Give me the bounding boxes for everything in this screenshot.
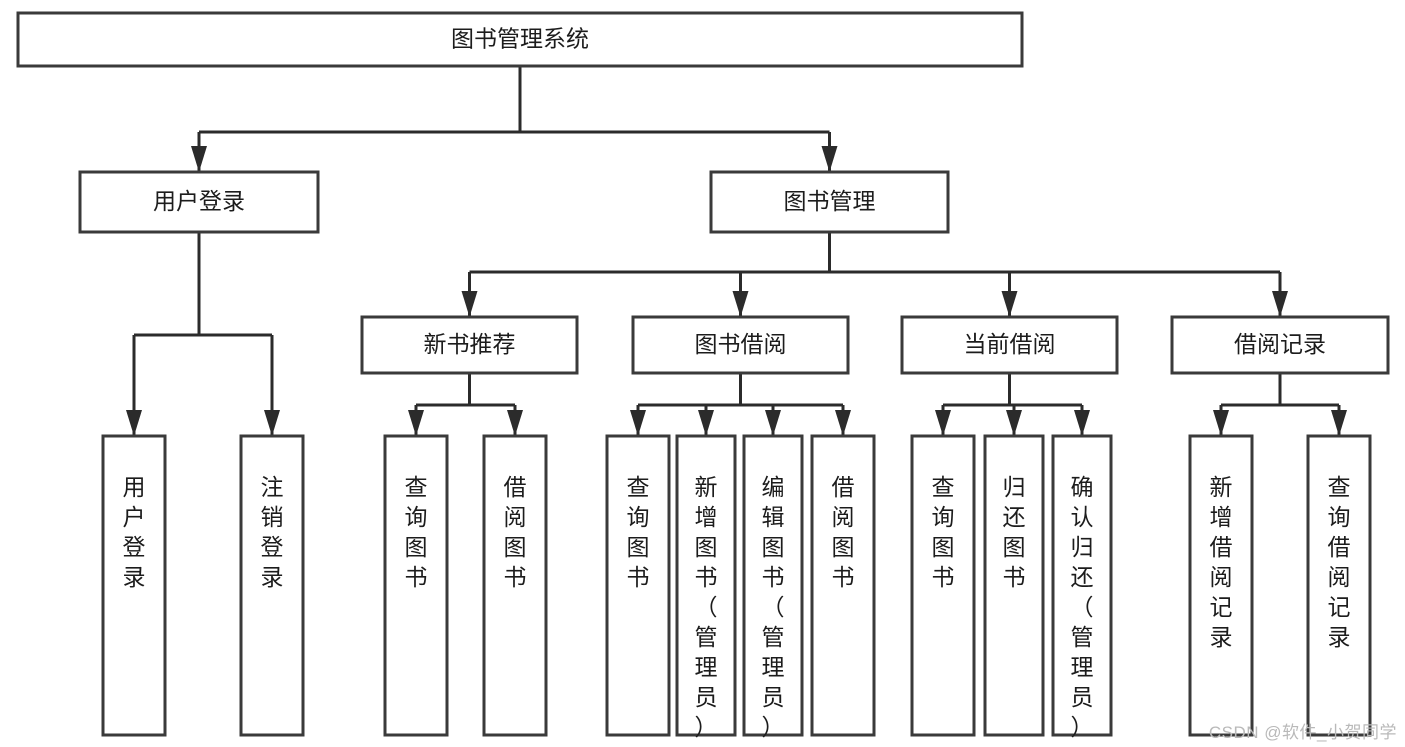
node-label-current-borrow: 当前借阅 <box>964 331 1056 357</box>
node-label-book-borrow: 图书借阅 <box>695 331 787 357</box>
node-leaf-query-book-rec[interactable]: 查询图书 <box>383 434 449 737</box>
node-box-book-manage[interactable] <box>709 170 950 234</box>
node-box-leaf-user-login[interactable] <box>101 434 167 737</box>
node-label-leaf-logout: 注销登录 <box>261 474 284 590</box>
arrow-head-icon <box>1001 291 1018 317</box>
node-box-current-borrow[interactable] <box>900 315 1119 375</box>
node-book-manage[interactable]: 图书管理 <box>709 170 950 234</box>
arrow-head-icon <box>191 146 207 172</box>
arrow-head-icon <box>732 291 749 317</box>
node-label-book-manage: 图书管理 <box>784 188 876 214</box>
node-box-root[interactable] <box>16 11 1024 68</box>
node-box-new-book-rec[interactable] <box>360 315 579 375</box>
node-label-leaf-query-book-cur: 查询图书 <box>932 474 955 590</box>
arrow-head-icon <box>126 410 142 436</box>
node-label-leaf-query-book-borrow: 查询图书 <box>627 474 650 590</box>
node-label-leaf-query-book-rec: 查询图书 <box>405 474 428 590</box>
node-layer: 图书管理系统用户登录图书管理新书推荐图书借阅当前借阅借阅记录用户登录注销登录查询… <box>16 11 1390 740</box>
node-box-leaf-query-book-rec[interactable] <box>383 434 449 737</box>
node-new-book-rec[interactable]: 新书推荐 <box>360 315 579 375</box>
node-label-leaf-user-login: 用户登录 <box>123 474 146 590</box>
node-leaf-borrow-book-rec[interactable]: 借阅图书 <box>482 434 548 737</box>
node-leaf-add-book[interactable]: 新增图书（管理员） <box>675 434 737 740</box>
node-label-leaf-add-record: 新增借阅记录 <box>1210 474 1233 650</box>
node-leaf-logout[interactable]: 注销登录 <box>239 434 305 737</box>
connector-layer <box>126 66 1347 436</box>
arrow-head-icon <box>1213 410 1229 436</box>
node-leaf-confirm-return[interactable]: 确认归还（管理员） <box>1051 434 1113 740</box>
node-current-borrow[interactable]: 当前借阅 <box>900 315 1119 375</box>
arrow-head-icon <box>507 410 523 436</box>
node-root[interactable]: 图书管理系统 <box>16 11 1024 68</box>
node-leaf-query-record[interactable]: 查询借阅记录 <box>1306 434 1372 737</box>
node-user-login[interactable]: 用户登录 <box>78 170 320 234</box>
arrow-head-icon <box>1006 410 1022 436</box>
node-label-leaf-borrow-book: 借阅图书 <box>832 474 855 590</box>
arrow-head-icon <box>461 291 478 317</box>
arrow-head-icon <box>821 146 838 172</box>
node-label-new-book-rec: 新书推荐 <box>424 331 516 357</box>
arrow-head-icon <box>698 410 714 436</box>
node-label-leaf-query-record: 查询借阅记录 <box>1328 474 1351 650</box>
node-leaf-edit-book[interactable]: 编辑图书（管理员） <box>742 434 804 740</box>
node-leaf-return-book[interactable]: 归还图书 <box>983 434 1045 737</box>
node-box-leaf-borrow-book[interactable] <box>810 434 876 737</box>
arrow-head-icon <box>935 410 951 436</box>
node-leaf-user-login[interactable]: 用户登录 <box>101 434 167 737</box>
arrow-head-icon <box>835 410 851 436</box>
arrow-head-icon <box>765 410 781 436</box>
node-box-user-login[interactable] <box>78 170 320 234</box>
node-label-leaf-edit-book: 编辑图书（管理员） <box>762 474 785 740</box>
node-box-leaf-return-book[interactable] <box>983 434 1045 737</box>
node-label-leaf-confirm-return: 确认归还（管理员） <box>1071 474 1094 740</box>
node-label-borrow-record: 借阅记录 <box>1234 331 1326 357</box>
node-box-leaf-edit-book[interactable] <box>742 434 804 737</box>
arrow-head-icon <box>264 410 280 436</box>
arrow-head-icon <box>1272 291 1288 317</box>
node-borrow-record[interactable]: 借阅记录 <box>1170 315 1390 375</box>
node-box-borrow-record[interactable] <box>1170 315 1390 375</box>
node-book-borrow[interactable]: 图书借阅 <box>631 315 850 375</box>
arrow-head-icon <box>1331 410 1347 436</box>
node-box-leaf-add-book[interactable] <box>675 434 737 737</box>
node-label-leaf-borrow-book-rec: 借阅图书 <box>504 474 527 590</box>
node-box-leaf-borrow-book-rec[interactable] <box>482 434 548 737</box>
node-box-leaf-logout[interactable] <box>239 434 305 737</box>
node-label-leaf-add-book: 新增图书（管理员） <box>695 474 718 740</box>
node-leaf-query-book-cur[interactable]: 查询图书 <box>910 434 976 737</box>
node-box-book-borrow[interactable] <box>631 315 850 375</box>
node-leaf-query-book-borrow[interactable]: 查询图书 <box>605 434 671 737</box>
arrow-head-icon <box>408 410 424 436</box>
arrow-head-icon <box>630 410 646 436</box>
node-leaf-add-record[interactable]: 新增借阅记录 <box>1188 434 1254 737</box>
node-label-root: 图书管理系统 <box>451 26 589 52</box>
node-box-leaf-query-record[interactable] <box>1306 434 1372 737</box>
arrow-head-icon <box>1074 410 1090 436</box>
node-label-user-login: 用户登录 <box>153 188 245 214</box>
node-leaf-borrow-book[interactable]: 借阅图书 <box>810 434 876 737</box>
node-box-leaf-add-record[interactable] <box>1188 434 1254 737</box>
node-box-leaf-query-book-cur[interactable] <box>910 434 976 737</box>
node-label-leaf-return-book: 归还图书 <box>1003 474 1026 590</box>
node-box-leaf-query-book-borrow[interactable] <box>605 434 671 737</box>
node-box-leaf-confirm-return[interactable] <box>1051 434 1113 737</box>
